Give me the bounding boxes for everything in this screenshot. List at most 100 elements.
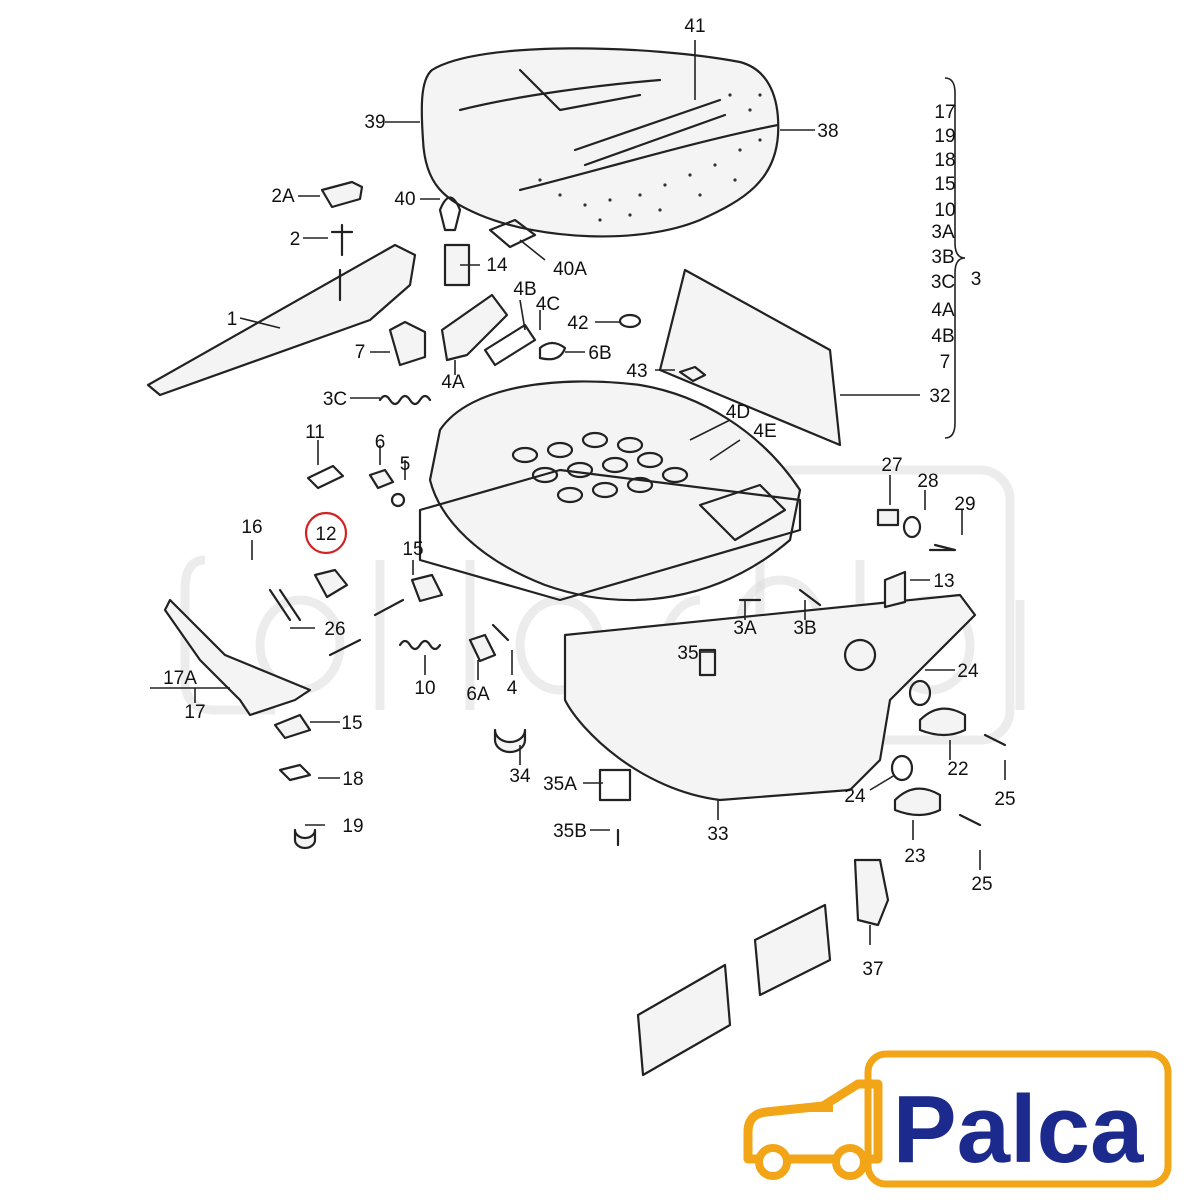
clip-22 — [918, 707, 967, 737]
cable-3ab — [738, 588, 822, 607]
callout-24-lower: 24 — [844, 786, 866, 807]
callout-2a: 2A — [271, 186, 295, 207]
callout-4a: 4A — [441, 372, 465, 393]
highlight-circle — [304, 511, 348, 555]
spring-26 — [268, 588, 302, 622]
callout-32: 32 — [929, 386, 950, 407]
callout-10: 10 — [414, 678, 435, 699]
bracket-item: 4B — [931, 326, 954, 347]
callout-2: 2 — [290, 229, 301, 250]
callout-5: 5 — [400, 454, 411, 475]
callout-22: 22 — [947, 759, 968, 780]
seat-rail — [146, 243, 417, 397]
bushing-27 — [876, 508, 900, 527]
bushing-12 — [313, 568, 349, 599]
clip-40a — [488, 218, 537, 249]
callout-33: 33 — [707, 824, 728, 845]
clip-35 — [698, 648, 717, 677]
callout-4c: 4C — [536, 294, 560, 315]
group-bracket — [944, 77, 966, 439]
callout-34: 34 — [509, 766, 531, 787]
callout-3a: 3A — [733, 618, 757, 639]
screw-4 — [491, 623, 510, 642]
spring-3c — [378, 394, 432, 406]
callout-3b: 3B — [793, 618, 816, 639]
callout-labels: 41 39 38 2A 40 2 14 40A 1 4B 4C 42 7 6B … — [163, 16, 1015, 980]
palca-logo: Palca — [743, 1050, 1172, 1188]
clip-6b — [538, 341, 567, 361]
callout-15-lower: 15 — [341, 713, 362, 734]
callout-39: 39 — [364, 112, 385, 133]
bracket-35a — [598, 768, 632, 802]
callout-23: 23 — [904, 846, 925, 867]
callout-4b: 4B — [513, 279, 536, 300]
bracket-7 — [388, 320, 427, 367]
handle-17 — [163, 598, 312, 717]
bracket-item: 17 — [934, 102, 955, 123]
sheet-32 — [658, 268, 842, 447]
bracket-item: 10 — [934, 200, 955, 221]
bolt-25b — [958, 813, 982, 827]
callout-29: 29 — [954, 494, 975, 515]
callout-35: 35 — [677, 643, 698, 664]
hole-24 — [844, 638, 877, 672]
bracket-item: 19 — [934, 126, 955, 147]
bracket-item: 3A — [931, 222, 955, 243]
callout-18: 18 — [342, 769, 363, 790]
washer-28 — [902, 515, 922, 539]
logo-frame — [864, 1050, 1172, 1188]
callout-12: 12 — [315, 524, 336, 545]
ring-42 — [618, 313, 642, 329]
logo-text: Palca — [893, 1076, 1144, 1183]
callout-42: 42 — [567, 313, 588, 334]
spring-10 — [398, 639, 442, 651]
callout-6a: 6A — [466, 684, 490, 705]
bolt-2 — [330, 223, 354, 257]
bushing-15 — [410, 573, 444, 603]
screw-34 — [493, 728, 527, 754]
trim-strip-upper — [753, 903, 832, 997]
nut-6 — [368, 468, 395, 490]
callout-3c: 3C — [323, 389, 347, 410]
bushing-15b — [273, 713, 312, 740]
callout-16: 16 — [241, 517, 262, 538]
callout-25-upper: 25 — [994, 789, 1015, 810]
bracket-item: 4A — [931, 300, 955, 321]
callout-7: 7 — [355, 342, 366, 363]
trim-strip-lower — [636, 963, 732, 1077]
callout-26: 26 — [324, 619, 345, 640]
frame-holes — [511, 431, 689, 504]
bracket-item: 3B — [931, 247, 954, 268]
clip-11 — [306, 464, 345, 490]
callout-4: 4 — [507, 678, 518, 699]
washer-24b — [890, 754, 914, 782]
callout-17a: 17A — [163, 668, 197, 689]
clip-23 — [893, 787, 942, 817]
callout-6: 6 — [375, 432, 386, 453]
lever-link — [328, 598, 405, 657]
callout-41: 41 — [684, 16, 705, 37]
bracket-item: 15 — [934, 174, 955, 195]
callout-24-upper: 24 — [957, 661, 979, 682]
bracket-result: 3 — [971, 269, 982, 290]
callout-27: 27 — [881, 455, 902, 476]
callout-17: 17 — [184, 702, 205, 723]
bolt-29 — [928, 543, 957, 552]
callout-28: 28 — [917, 471, 938, 492]
clip-40 — [438, 196, 462, 232]
washer-5 — [390, 492, 406, 508]
clip-13 — [883, 570, 907, 609]
bracket-list: 17 19 18 15 10 3A 3B 3C 4A 4B 7 3 — [931, 102, 981, 373]
callout-35a: 35A — [543, 774, 577, 795]
seat-cushion — [420, 47, 780, 238]
bracket-14 — [443, 243, 471, 287]
leader-lines — [150, 40, 1006, 945]
clip-6a — [468, 633, 497, 663]
callout-43: 43 — [626, 361, 647, 382]
clip-18 — [278, 763, 312, 782]
washer-24a — [908, 679, 932, 707]
callout-25-lower: 25 — [971, 874, 992, 895]
hinge-4a — [440, 293, 509, 362]
car-icon — [743, 1079, 883, 1180]
